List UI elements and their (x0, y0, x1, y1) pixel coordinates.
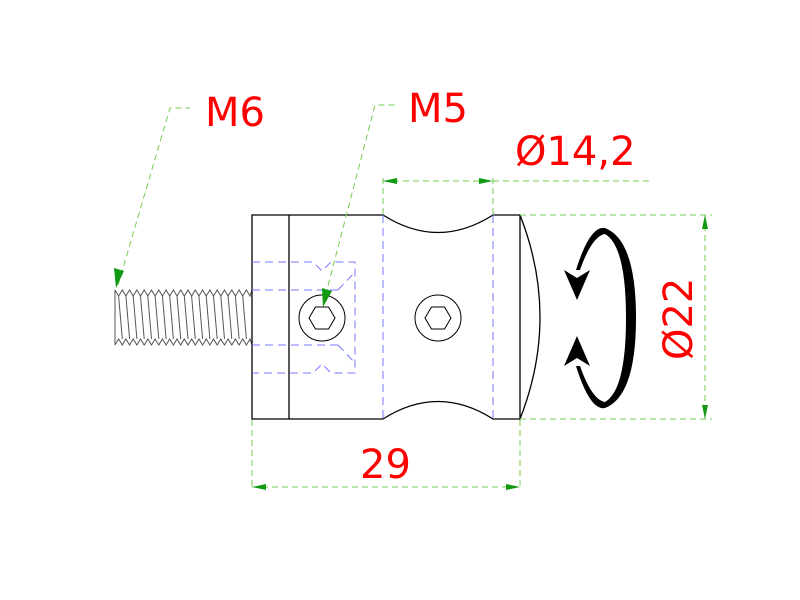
set-screw-m5-icon (298, 294, 346, 342)
label-m5: M5 (408, 86, 468, 132)
label-length: 29 (360, 442, 411, 488)
dimension-lines (117, 104, 712, 490)
part-body (251, 214, 541, 420)
rotation-arrow-icon (564, 227, 636, 409)
thread-stud (114, 289, 253, 346)
label-diameter-groove: Ø14,2 (515, 129, 636, 175)
hidden-lines (252, 215, 494, 419)
dimension-arrowheads (114, 178, 708, 490)
label-m6: M6 (205, 90, 265, 136)
label-diameter-outer: Ø22 (656, 278, 702, 360)
set-screw-icon (414, 294, 462, 342)
